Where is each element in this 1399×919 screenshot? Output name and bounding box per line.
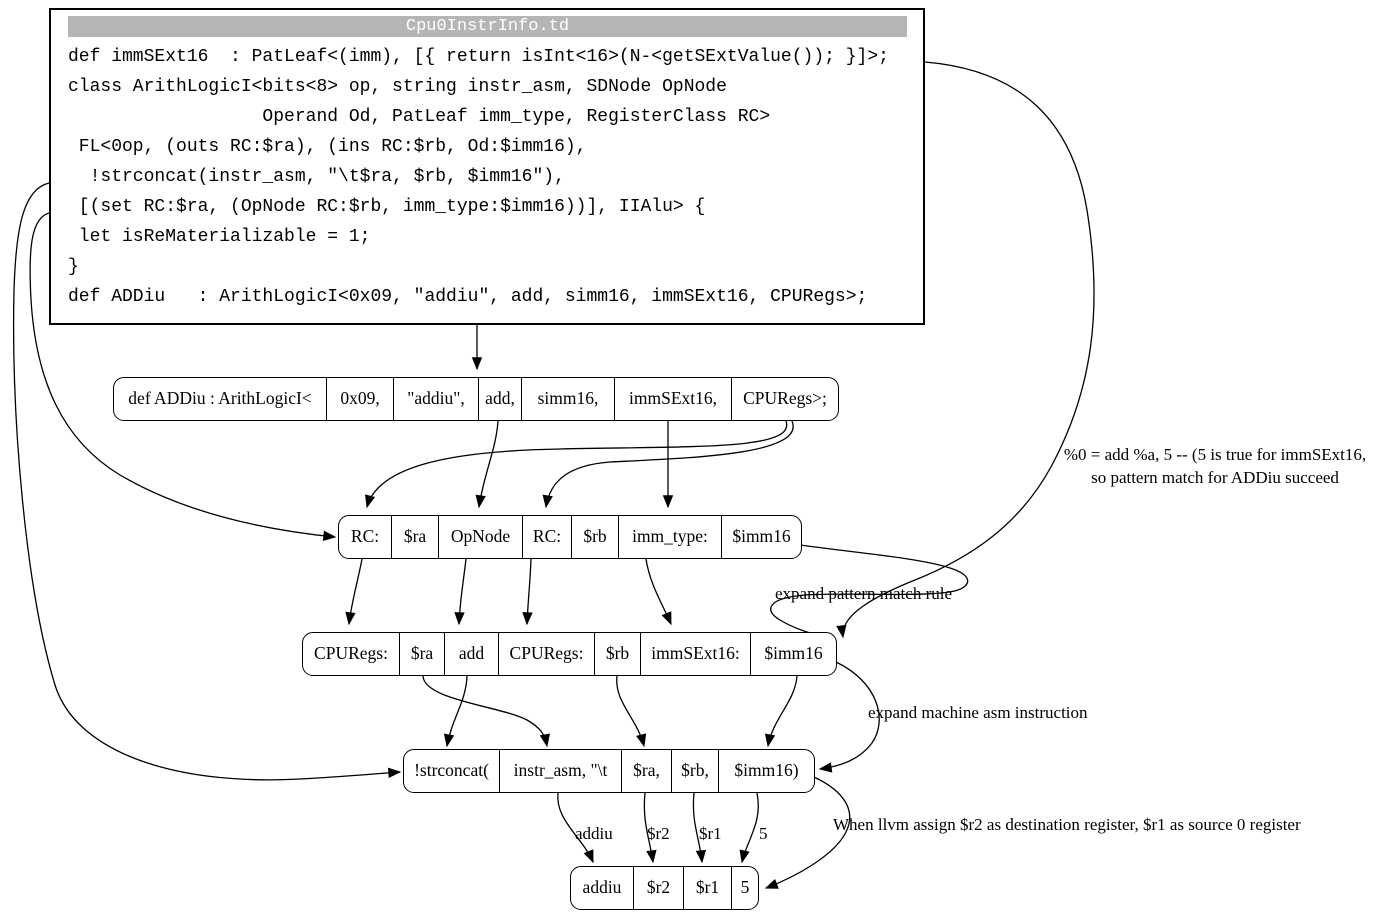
pattern-expanded-cell-0: CPURegs: (314, 643, 388, 663)
addiu-def-cell-3: add, (478, 378, 521, 420)
addiu-def-cell-0: def ADDiu : ArithLogicI< (128, 388, 312, 408)
edge-when-llvm-assign (764, 776, 851, 889)
edge-cpuregs-to-rc1 (365, 420, 788, 509)
edge-rb-to-ra (616, 675, 647, 748)
addiu-def-cell-6: CPURegs>; (731, 378, 838, 420)
code-line-9: def ADDiu : ArithLogicI<0x09, "addiu", a… (68, 287, 868, 307)
pattern-ports-cell-6: $imm16 (721, 516, 801, 558)
pattern-ports-cell-1: $ra (391, 516, 438, 558)
edge-add-to-opnode (475, 420, 499, 509)
record-asm-template: !strconcat( instr_asm, "\t $ra, $rb, $im… (403, 749, 815, 793)
code-line-3: Operand Od, PatLeaf imm_type, RegisterCl… (68, 107, 771, 127)
edge-ra-to-r2 (643, 792, 657, 864)
addiu-def-cell-5: immSExt16, (614, 378, 731, 420)
machine-instr-cell-3: 5 (731, 867, 758, 909)
edge-imm16-to-imm16 (764, 675, 798, 748)
edge-strconcat-line-to-asm-row (12, 182, 402, 781)
code-box: Cpu0InstrInfo.td def immSExt16 : PatLeaf… (49, 8, 925, 325)
pattern-match-note-line2: so pattern match for ADDiu succeed (1091, 468, 1339, 487)
pattern-expanded-cell-4: $rb (594, 633, 640, 675)
pattern-match-note-line1: %0 = add %a, 5 -- (5 is true for immSExt… (1063, 445, 1367, 464)
code-line-5: !strconcat(instr_asm, "\t$ra, $rb, $imm1… (68, 167, 565, 187)
machine-instr-cell-0: addiu (582, 877, 622, 897)
edge-immsext16-def-to-pattern (836, 61, 1095, 639)
addiu-def-cell-1: 0x09, (326, 378, 393, 420)
asm-template-cell-3: $rb, (671, 750, 718, 792)
pattern-expanded-cell-3: CPURegs: (498, 633, 594, 675)
code-line-6: [(set RC:$ra, (OpNode RC:$rb, imm_type:$… (68, 197, 706, 217)
machine-instr-cell-2: $r1 (683, 867, 731, 909)
code-lines: def immSExt16 : PatLeaf<(imm), [{ return… (51, 37, 923, 312)
addiu-def-cell-4: simm16, (521, 378, 614, 420)
edge-rb-to-r1 (692, 792, 707, 864)
asm-template-cell-1: instr_asm, "\t (499, 750, 621, 792)
edge-imm16-to-5 (739, 792, 759, 864)
pattern-ports-cell-3: RC: (522, 516, 571, 558)
edge-label-5: 5 (759, 824, 768, 843)
pattern-expanded-cell-2: add (444, 633, 498, 675)
edge-add-to-strconcat (443, 675, 468, 748)
edge-label-expand-pattern: expand pattern match rule (775, 584, 953, 603)
pattern-expanded-cell-1: $ra (399, 633, 444, 675)
edge-label-r2: $r2 (647, 824, 670, 843)
edge-label-r1: $r1 (699, 824, 722, 843)
code-line-2: class ArithLogicI<bits<8> op, string ins… (68, 77, 727, 97)
edge-rc1-to-cpuregs1 (345, 558, 363, 626)
edge-imm16-expand-pattern (770, 544, 969, 642)
asm-template-cell-4: $imm16) (718, 750, 814, 792)
edge-ra-to-instrasm (422, 675, 551, 748)
asm-template-cell-2: $ra, (621, 750, 671, 792)
edge-label-expand-asm: expand machine asm instruction (868, 703, 1088, 722)
code-box-title: Cpu0InstrInfo.td (68, 16, 907, 37)
record-pattern-ports: RC: $ra OpNode RC: $rb imm_type: $imm16 (338, 515, 802, 559)
record-addiu-def: def ADDiu : ArithLogicI< 0x09, "addiu", … (113, 377, 839, 421)
edge-expand-machine-asm (818, 661, 880, 773)
code-line-8: } (68, 257, 79, 277)
addiu-def-cell-2: "addiu", (393, 378, 478, 420)
edge-cpuregs-to-rc2 (542, 420, 794, 509)
pattern-ports-cell-2: OpNode (438, 516, 522, 558)
pattern-expanded-cell-5: immSExt16: (640, 633, 750, 675)
pattern-ports-cell-4: $rb (571, 516, 618, 558)
machine-instr-cell-1: $r2 (633, 867, 683, 909)
edge-opnode-to-add (454, 558, 467, 626)
pattern-ports-cell-5: imm_type: (618, 516, 721, 558)
edge-instrasm-to-addiu (557, 792, 594, 864)
edge-label-addiu: addiu (575, 824, 613, 843)
asm-template-cell-0: !strconcat( (414, 760, 489, 780)
edge-set-line-to-pattern-row (29, 212, 337, 542)
code-line-4: FL<0op, (outs RC:$ra), (ins RC:$rb, Od:$… (68, 137, 587, 157)
record-pattern-expanded: CPURegs: $ra add CPURegs: $rb immSExt16:… (302, 632, 837, 676)
edge-immtype-to-immsext16 (645, 558, 672, 626)
edge-rc2-to-cpuregs2 (522, 558, 533, 626)
record-machine-instr: addiu $r2 $r1 5 (570, 866, 759, 910)
code-line-1: def immSExt16 : PatLeaf<(imm), [{ return… (68, 47, 889, 67)
code-line-7: let isReMaterializable = 1; (68, 227, 371, 247)
edge-label-when-llvm: When llvm assign $r2 as destination regi… (833, 815, 1301, 834)
pattern-match-note: %0 = add %a, 5 -- (5 is true for immSExt… (1032, 443, 1398, 489)
pattern-expanded-cell-6: $imm16 (750, 633, 836, 675)
pattern-ports-cell-0: RC: (350, 526, 380, 546)
